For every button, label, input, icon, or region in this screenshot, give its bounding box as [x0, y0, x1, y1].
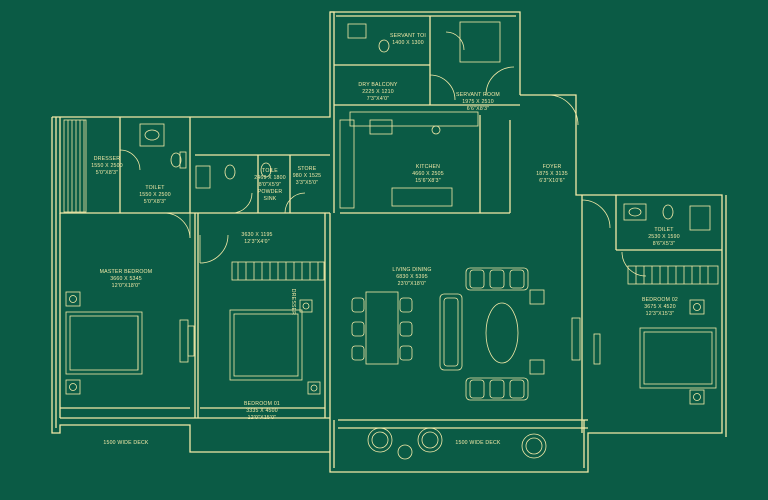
- store-label: STORE: [298, 166, 317, 172]
- door-swings: [119, 31, 647, 277]
- master-bedroom-dims: 3660 X 5345: [110, 276, 142, 282]
- deck-mid-label: 1500 WIDE DECK: [455, 440, 501, 446]
- toilet-02-imperial: 8'6"X5'3": [653, 241, 675, 247]
- foyer-dims: 1875 X 3135: [536, 171, 568, 177]
- living-dining-dims: 6830 X 5395: [396, 274, 428, 280]
- wardrobe-bedroom-02: [627, 265, 719, 285]
- living-dining-label: LIVING DINING: [392, 267, 431, 273]
- toilet-02-dims: 2530 X 1590: [648, 234, 680, 240]
- toilet-master-label: TOILET: [145, 185, 165, 191]
- deck-left-label: 1500 WIDE DECK: [103, 440, 149, 446]
- living-dining-imperial: 23'0"X18'0": [398, 281, 427, 287]
- bedroom-02-imperial: 12'3"X15'3": [646, 311, 675, 317]
- dining-set: [351, 291, 413, 365]
- dry-balcony-imperial: 7'3"X4'0": [367, 96, 389, 102]
- bedroom-01-dims: 3335 X 4500: [246, 408, 278, 414]
- bedroom-02-dims: 3675 X 4520: [644, 304, 676, 310]
- kitchen-counters: [339, 111, 479, 209]
- dresser-dims: 1550 X 2500: [91, 163, 123, 169]
- master-bedroom-imperial: 12'0"X18'0": [112, 283, 141, 289]
- bedroom-01-imperial: 12'0"X15'0": [248, 415, 277, 421]
- toilet-master-imperial: 5'0"X8'3": [144, 199, 166, 205]
- toilet-common-imperial: 8'0"X5'9": [259, 182, 281, 188]
- dry-balcony-dims: 2225 X 1210: [362, 89, 394, 95]
- foyer-imperial: 6'3"X10'6": [539, 178, 565, 184]
- servant-room-label: SERVANT ROOM: [456, 92, 500, 98]
- dresser-label: DRESSER: [94, 156, 121, 162]
- bedroom-02-label: BEDROOM 02: [642, 297, 678, 303]
- wardrobe-master: [63, 119, 87, 213]
- tv-units: [179, 317, 601, 365]
- servant-room-dims: 1975 X 2510: [462, 99, 494, 105]
- interior-walls: [59, 16, 722, 468]
- toilet-master-dims: 1550 X 2500: [139, 192, 171, 198]
- sofa-set: [439, 267, 545, 401]
- outer-walls: [51, 11, 727, 473]
- store-imperial: 3'3"X5'0": [296, 180, 318, 186]
- room-labels: SERVANT TOI 1400 X 1300 DRY BALCONY 2225…: [91, 33, 680, 446]
- toilet-common-label: TOILE: [262, 168, 278, 174]
- bed-master: [65, 291, 143, 395]
- dresser-tag-label: DRESSER: [290, 289, 296, 316]
- bed-bedroom-02: [639, 299, 717, 405]
- powder-label: POWDER: [258, 189, 283, 195]
- powder-sink: SINK: [264, 196, 277, 202]
- servant-room-imperial: 6'6"X8'3": [467, 106, 489, 112]
- kitchen-label: KITCHEN: [416, 164, 440, 170]
- bedroom-01-label: BEDROOM 01: [244, 401, 280, 407]
- toilet-02-label: TOILET: [654, 227, 674, 233]
- deck-furniture: [367, 427, 547, 460]
- store-dims: 980 X 1525: [293, 173, 322, 179]
- servant-toilet-dims: 1400 X 1300: [392, 40, 424, 46]
- bed-bedroom-01: [229, 299, 321, 395]
- servant-toilet-label: SERVANT TOI: [390, 33, 426, 39]
- master-bedroom-label: MASTER BEDROOM: [100, 269, 153, 275]
- kitchen-dims: 4660 X 2505: [412, 171, 444, 177]
- kitchen-imperial: 15'6"X8'3": [415, 178, 441, 184]
- wardrobe-bedroom-01: [231, 261, 325, 281]
- toilet-common-dims: 2469 X 1800: [254, 175, 286, 181]
- sanitary-fixtures: [139, 21, 711, 231]
- foyer-label: FOYER: [543, 164, 562, 170]
- dry-balcony-label: DRY BALCONY: [358, 82, 398, 88]
- dresser-imperial: 5'0"X8'3": [96, 170, 118, 176]
- passage-dims: 3630 X 1195: [241, 232, 272, 238]
- passage-imperial: 12'3"X4'0": [244, 239, 270, 245]
